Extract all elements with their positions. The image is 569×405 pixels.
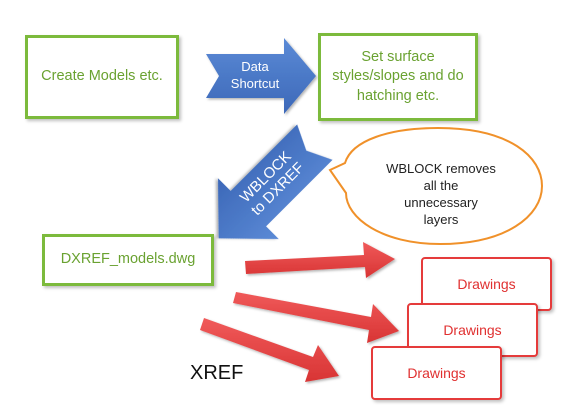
create-models-box: Create Models etc. — [25, 35, 179, 119]
set-surface-label: Set surface styles/slopes and do hatchin… — [332, 48, 464, 104]
red-arrow-1 — [245, 242, 395, 278]
red-arrow-2 — [233, 292, 399, 343]
create-models-label: Create Models etc. — [41, 68, 163, 85]
xref-label: XREF — [190, 362, 244, 384]
drawings-box-3: Drawings — [371, 346, 502, 400]
dxref-models-label: DXREF_models.dwg — [60, 251, 196, 268]
red-arrow-3 — [200, 318, 339, 382]
callout-text: WBLOCK removes all the unnecessary layer… — [386, 161, 496, 227]
set-surface-box: Set surface styles/slopes and do hatchin… — [318, 33, 478, 121]
data-shortcut-label: Data Shortcut — [230, 59, 280, 91]
drawings-label-1: Drawings — [457, 276, 516, 292]
dxref-models-box: DXREF_models.dwg — [42, 234, 214, 286]
wblock-to-dxref-arrow — [217, 124, 333, 240]
drawings-label-2: Drawings — [443, 322, 502, 338]
data-shortcut-arrow — [206, 38, 316, 114]
drawings-label-3: Drawings — [407, 365, 466, 381]
callout-bubble — [328, 126, 544, 246]
drawings-box-1: Drawings — [421, 257, 552, 311]
